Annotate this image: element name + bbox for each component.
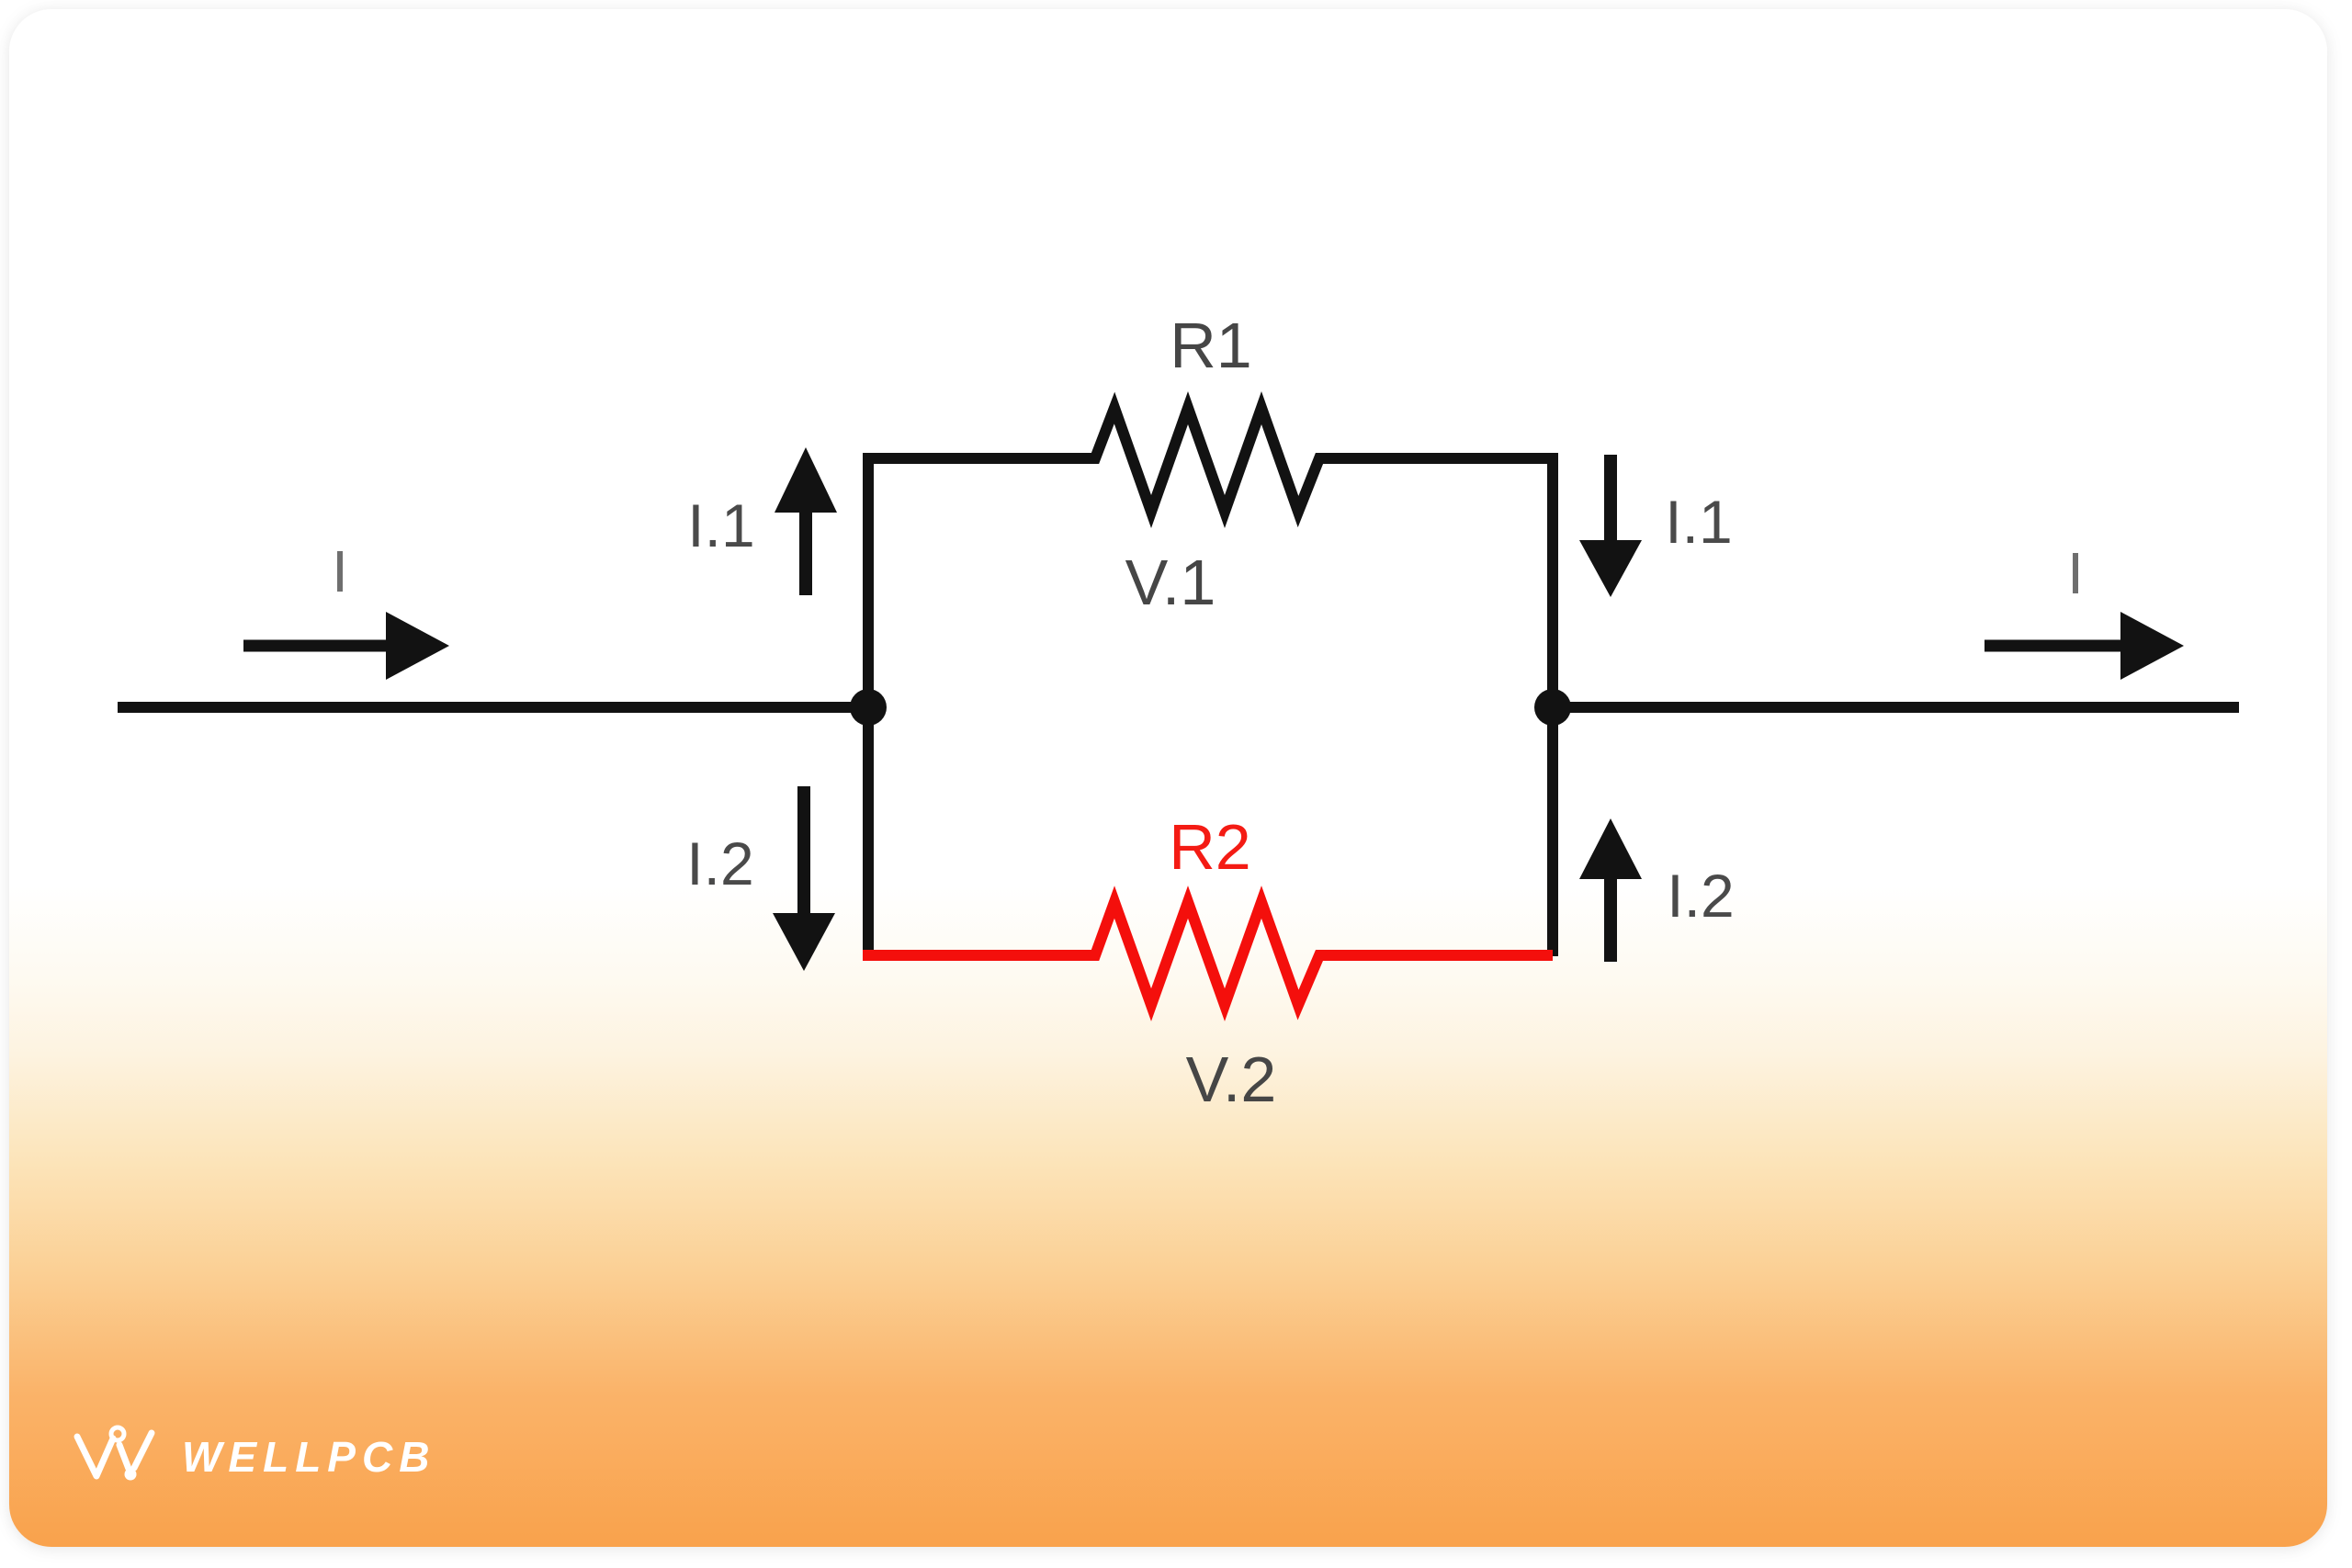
wellpcb-logo-icon: [74, 1425, 155, 1481]
voltage-v2-label: V.2: [1185, 1043, 1277, 1115]
branch2-right-arrow-up: [1579, 818, 1642, 962]
branch2-left-current-label: I.2: [686, 829, 754, 897]
branch2-right-current-label: I.2: [1667, 862, 1735, 930]
wellpcb-logo: WELLPCB: [72, 1424, 435, 1484]
resistor-r2-label: R2: [1169, 811, 1251, 883]
wire-r2-resistor-red: [863, 886, 1553, 1021]
wellpcb-logo-text: WELLPCB: [182, 1433, 436, 1481]
branch1-left-arrow-up: [775, 447, 837, 595]
input-current-arrow: [243, 612, 449, 680]
input-current-label: I: [332, 538, 348, 604]
output-current-label: I: [2067, 540, 2084, 606]
resistor-r1-label: R1: [1170, 310, 1252, 381]
branch2-left-arrow-down: [773, 786, 835, 971]
branch1-left-current-label: I.1: [687, 491, 755, 559]
branch1-right-arrow-down: [1579, 455, 1642, 597]
output-current-arrow: [1984, 612, 2184, 680]
junction-node-left: [850, 689, 887, 726]
branch1-right-current-label: I.1: [1665, 488, 1733, 556]
wire-loop-black-r1-resistor: [863, 391, 1558, 956]
diagram-card: [9, 9, 2327, 1547]
junction-node-right: [1534, 689, 1571, 726]
voltage-v1-label: V.1: [1125, 547, 1216, 618]
